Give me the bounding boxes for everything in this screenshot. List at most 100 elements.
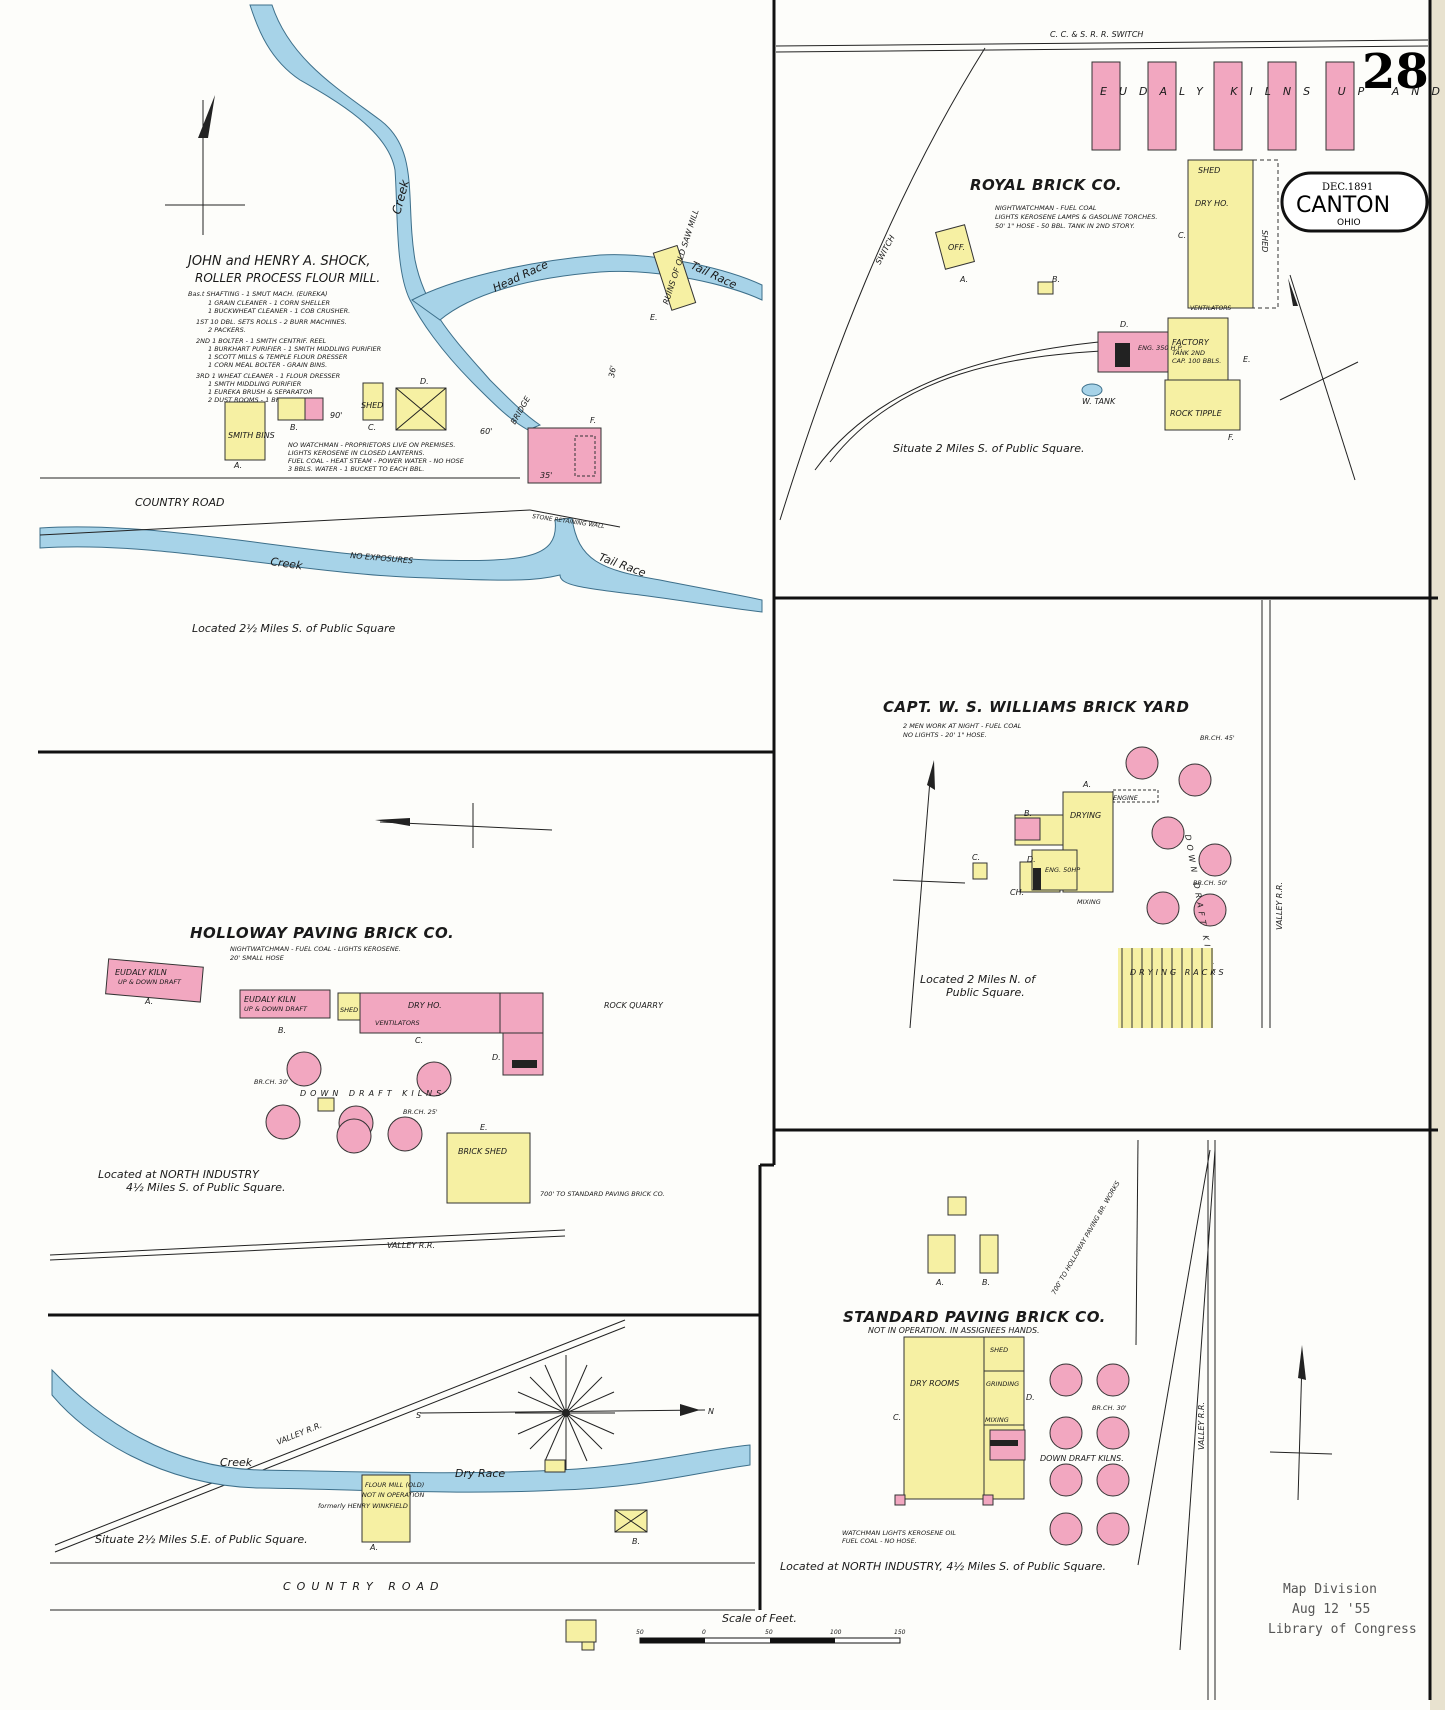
valley-rr-line	[54, 1319, 626, 1546]
svg-text:Creek: Creek	[220, 1456, 253, 1469]
svg-text:GRINDING: GRINDING	[986, 1380, 1019, 1388]
svg-text:1 SMITH MIDDLING PURIFIER: 1 SMITH MIDDLING PURIFIER	[208, 380, 301, 388]
svg-text:VENTILATORS: VENTILATORS	[1190, 305, 1231, 312]
svg-text:1 BURKHART PURIFIER - 1 SMITH: 1 BURKHART PURIFIER - 1 SMITH MIDDLING P…	[208, 345, 381, 353]
shock-watch-notes: NO WATCHMAN - PROPRIETORS LIVE ON PREMIS…	[288, 441, 465, 473]
svg-text:LIGHTS KEROSENE LAMPS & GASOLI: LIGHTS KEROSENE LAMPS & GASOLINE TORCHES…	[995, 213, 1157, 221]
standard-subtitle: NOT IN OPERATION. IN ASSIGNEES HANDS.	[868, 1326, 1040, 1335]
svg-text:E.: E.	[1243, 355, 1251, 364]
sheet-date: DEC.1891	[1322, 182, 1373, 193]
svg-text:A.: A.	[233, 461, 242, 470]
svg-text:C.: C.	[1178, 231, 1186, 240]
library-stamp: Map Division Aug 12 '55 Library of Congr…	[1268, 1582, 1417, 1637]
holloway-title: HOLLOWAY PAVING BRICK CO.	[190, 924, 454, 942]
shock-title-1: JOHN and HENRY A. SHOCK,	[185, 254, 371, 269]
north-arrow-standard	[1269, 1345, 1333, 1501]
panel-winkfield-mill: VALLEY R.R. Creek Dry Race N S FLOUR MIL…	[50, 1319, 755, 1611]
ruins-saw-mill	[652, 244, 697, 311]
arrow-head-icon	[927, 760, 935, 790]
svg-text:CH.: CH.	[1010, 888, 1024, 897]
building-smith-bins	[224, 401, 266, 461]
svg-text:ROCK TIPPLE: ROCK TIPPLE	[1170, 409, 1223, 418]
svg-text:F.: F.	[590, 416, 596, 425]
page-edge	[1430, 0, 1445, 1710]
svg-text:UP & DOWN DRAFT: UP & DOWN DRAFT	[118, 978, 182, 986]
svg-text:ENG. 50HP: ENG. 50HP	[1045, 866, 1080, 874]
svg-text:1 BUCKWHEAT CLEANER - 1 COB CR: 1 BUCKWHEAT CLEANER - 1 COB CRUSHER.	[208, 307, 350, 315]
eudaly-kilns	[1091, 61, 1355, 151]
svg-text:VENTILATORS: VENTILATORS	[375, 1019, 420, 1027]
north-arrow-royal	[1279, 274, 1359, 481]
svg-text:35': 35'	[540, 471, 552, 480]
svg-text:C.: C.	[893, 1413, 901, 1422]
svg-text:2 DUST ROOMS - 1 BRAN DUSTER: 2 DUST ROOMS - 1 BRAN DUSTER	[208, 396, 318, 404]
svg-text:BR.CH. 25': BR.CH. 25'	[403, 1108, 438, 1116]
city-name: CANTON	[1296, 193, 1390, 218]
arrow-head-icon	[1298, 1345, 1306, 1380]
svg-text:WATCHMAN LIGHTS KEROSENE OIL: WATCHMAN LIGHTS KEROSENE OIL	[842, 1529, 956, 1537]
kilns-label: EUDALY KILNS UP AND DOWN DRAFT.	[1100, 85, 1445, 98]
svg-text:A.: A.	[959, 275, 968, 284]
svg-text:50: 50	[636, 1629, 644, 1636]
svg-text:A.: A.	[144, 997, 153, 1006]
svg-text:ENG. 350 H.P.: ENG. 350 H.P.	[1138, 344, 1183, 352]
svg-text:0: 0	[702, 1629, 706, 1636]
svg-text:Map Division: Map Division	[1283, 1582, 1377, 1597]
drying-racks	[1118, 948, 1213, 1028]
holloway-location-1: Located at NORTH INDUSTRY	[98, 1168, 260, 1181]
svg-text:Bas.t SHAFTING - 1 SMUT MACH.: Bas.t SHAFTING - 1 SMUT MACH. (EUREKA)	[188, 290, 328, 298]
rail-switch-curve	[779, 47, 986, 521]
svg-text:C.: C.	[368, 423, 376, 432]
svg-text:DRYING RACKS: DRYING RACKS	[1130, 968, 1227, 977]
winkfield-road-label: COUNTRY ROAD	[283, 1580, 445, 1593]
svg-text:S: S	[416, 1411, 421, 1420]
shock-notes: Bas.t SHAFTING - 1 SMUT MACH. (EUREKA) 1…	[188, 290, 381, 404]
water-tank	[1081, 383, 1103, 397]
svg-text:CAP. 100 BBLS.: CAP. 100 BBLS.	[1172, 357, 1221, 365]
panel-frames	[38, 0, 1438, 1700]
north-arrow-williams	[892, 760, 966, 1029]
svg-text:UP & DOWN DRAFT: UP & DOWN DRAFT	[244, 1005, 308, 1013]
compass-rose: N S	[416, 1355, 714, 1470]
svg-text:N: N	[708, 1407, 714, 1416]
svg-text:B.: B.	[1052, 275, 1060, 284]
building-engine	[1097, 331, 1169, 373]
sheet-number: 28	[1362, 44, 1429, 100]
svg-text:NOT IN OPERATION: NOT IN OPERATION	[362, 1491, 424, 1499]
svg-text:Library of Congress: Library of Congress	[1268, 1622, 1417, 1637]
svg-text:A.: A.	[369, 1543, 378, 1552]
williams-kilns	[1125, 746, 1232, 927]
svg-text:FUEL COAL - HEAT STEAM - POWER: FUEL COAL - HEAT STEAM - POWER WATER - N…	[288, 457, 465, 465]
svg-text:SHED: SHED	[1260, 230, 1269, 252]
royal-location: Situate 2 Miles S. of Public Square.	[893, 442, 1085, 455]
svg-text:BR.CH. 50': BR.CH. 50'	[1193, 879, 1228, 887]
svg-text:DRY ROOMS: DRY ROOMS	[910, 1379, 959, 1388]
scale-label: Scale of Feet.	[722, 1612, 797, 1625]
svg-text:1 SCOTT MILLS & TEMPLE FLOUR D: 1 SCOTT MILLS & TEMPLE FLOUR DRESSER	[208, 353, 347, 361]
svg-text:D.: D.	[1026, 1393, 1035, 1402]
svg-text:1ST 10 DBL. SETS ROLLS - 2 BUR: 1ST 10 DBL. SETS ROLLS - 2 BURR MACHINES…	[196, 318, 347, 326]
standard-location: Located at NORTH INDUSTRY, 4½ Miles S. o…	[780, 1560, 1106, 1573]
holloway-location-2: 4½ Miles S. of Public Square.	[126, 1181, 286, 1194]
svg-text:ENGINE: ENGINE	[1113, 794, 1139, 802]
svg-text:LIGHTS KEROSENE IN CLOSED LANT: LIGHTS KEROSENE IN CLOSED LANTERNS.	[288, 449, 425, 457]
eudaly-kiln-a	[105, 958, 204, 1003]
svg-text:BR.CH. 45': BR.CH. 45'	[1200, 734, 1235, 742]
svg-text:E.: E.	[480, 1123, 488, 1132]
svg-text:A.: A.	[935, 1278, 944, 1287]
royal-title: ROYAL BRICK CO.	[970, 176, 1122, 194]
svg-text:1 GRAIN CLEANER - 1 CORN SHELL: 1 GRAIN CLEANER - 1 CORN SHELLER	[208, 299, 330, 307]
switch-top-label: C. C. & S. R. R. SWITCH	[1050, 30, 1143, 39]
svg-text:EUDALY KILN: EUDALY KILN	[115, 968, 167, 977]
building-dry-house	[1187, 159, 1254, 309]
svg-text:C.: C.	[415, 1036, 423, 1045]
eudaly-kiln-b	[239, 989, 331, 1019]
scale-bar: Scale of Feet. 50 0 50 100 150	[565, 1612, 906, 1651]
panel-holloway: HOLLOWAY PAVING BRICK CO. NIGHTWATCHMAN …	[49, 803, 665, 1261]
north-arrow	[165, 95, 245, 235]
arrow-head-icon	[198, 95, 215, 138]
svg-text:Dry Race: Dry Race	[455, 1467, 505, 1480]
svg-text:NIGHTWATCHMAN - FUEL COAL: NIGHTWATCHMAN - FUEL COAL	[995, 204, 1097, 212]
holloway-kilns	[265, 1051, 452, 1154]
